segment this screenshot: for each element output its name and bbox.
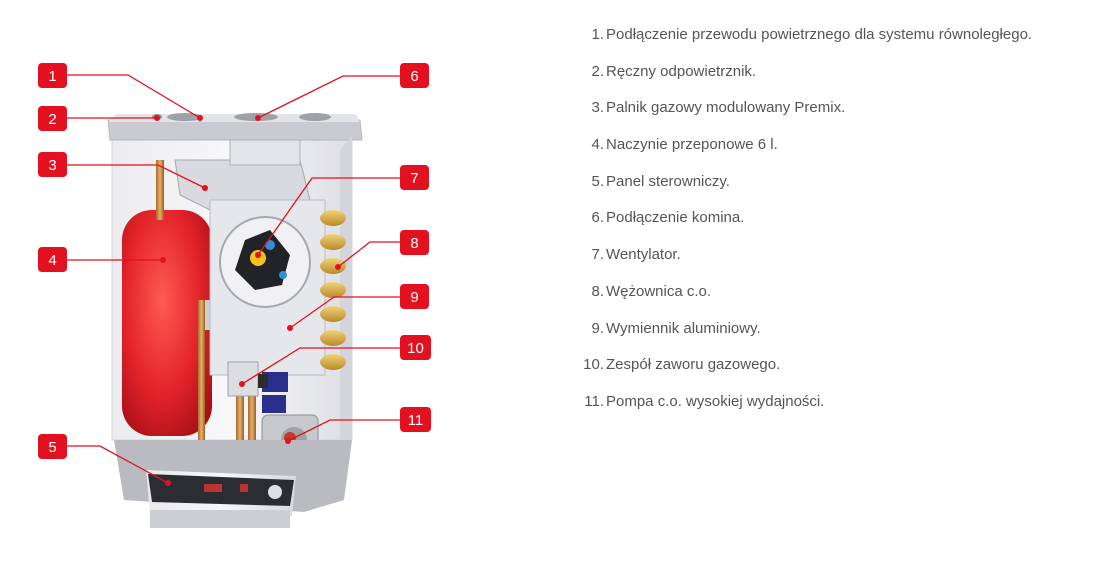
callout-number: 10	[407, 340, 424, 357]
legend-item: 10.Zespół zaworu gazowego.	[570, 354, 1100, 391]
legend-number: 9.	[591, 319, 604, 337]
callout-number: 9	[410, 289, 418, 306]
legend-number: 4.	[591, 136, 604, 154]
legend-item: 3.Palnik gazowy modulowany Premix.	[570, 97, 1100, 134]
callout-badge-2: 2	[38, 106, 67, 131]
legend-number: 11.	[584, 392, 604, 410]
callout-dot-6	[255, 115, 261, 121]
leader-line-9	[289, 296, 400, 329]
callout-number: 1	[48, 68, 56, 85]
callout-dot-1	[197, 115, 203, 121]
callout-badge-10: 10	[400, 335, 431, 360]
callout-dot-7	[255, 252, 261, 258]
legend-item: 1.Podłączenie przewodu powietrznego dla …	[570, 24, 1100, 61]
leader-line-10	[241, 347, 400, 385]
callout-number: 4	[48, 252, 56, 269]
callout-badge-5: 5	[38, 434, 67, 459]
callout-badge-11: 11	[400, 407, 431, 432]
legend-number: 7.	[591, 246, 604, 264]
legend-text: Ręczny odpowietrznik.	[606, 62, 757, 80]
leader-line-11	[287, 419, 400, 442]
gas-valve	[227, 361, 288, 413]
legend-item: 6.Podłączenie komina.	[570, 207, 1100, 244]
callout-badge-3: 3	[38, 152, 67, 177]
callout-dots	[154, 115, 341, 486]
legend-text: Wymiennik aluminiowy.	[606, 319, 761, 337]
callout-number: 7	[410, 170, 418, 187]
control-panel	[114, 440, 352, 528]
callout-dot-2	[154, 115, 160, 121]
legend-number: 6.	[591, 209, 604, 227]
leader-line-3	[67, 164, 206, 189]
legend-number: 5.	[591, 172, 604, 190]
callout-number: 3	[48, 157, 56, 174]
callout-dot-8	[335, 264, 341, 270]
callout-badge-6: 6	[400, 63, 429, 88]
legend-number: 2.	[591, 62, 604, 80]
legend-text: Zespół zaworu gazowego.	[606, 356, 781, 374]
legend-item: 11.Pompa c.o. wysokiej wydajności.	[570, 391, 1100, 428]
heating-coil	[320, 210, 346, 370]
callout-badge-4: 4	[38, 247, 67, 272]
legend-text: Podłączenie komina.	[606, 209, 745, 227]
leader-line-8	[337, 241, 400, 268]
callout-leader-lines	[67, 74, 400, 484]
callout-number: 11	[408, 412, 424, 429]
callout-dot-9	[287, 325, 293, 331]
legend-number: 8.	[591, 282, 604, 300]
callout-number: 2	[48, 111, 56, 128]
callout-dot-10	[239, 381, 245, 387]
callout-dot-5	[165, 480, 171, 486]
callout-number: 8	[410, 235, 418, 252]
legend-text: Naczynie przeponowe 6 l.	[606, 136, 778, 154]
leader-line-6	[257, 75, 400, 119]
expansion-tank	[122, 210, 214, 436]
legend-number: 10.	[583, 356, 604, 374]
legend-text: Wentylator.	[606, 246, 681, 264]
legend-item: 9.Wymiennik aluminiowy.	[570, 318, 1100, 355]
leader-line-5	[67, 445, 169, 484]
legend-item: 4.Naczynie przeponowe 6 l.	[570, 134, 1100, 171]
legend-number: 1.	[591, 26, 604, 43]
callout-badge-1: 1	[38, 63, 67, 88]
callout-badge-7: 7	[400, 165, 429, 190]
leader-line-1	[67, 74, 201, 119]
leader-line-7	[257, 177, 400, 256]
callout-dot-3	[202, 185, 208, 191]
legend-item: 7.Wentylator.	[570, 244, 1100, 281]
legend-item: 5.Panel sterowniczy.	[570, 171, 1100, 208]
legend-text: Pompa c.o. wysokiej wydajności.	[606, 392, 825, 410]
callout-dot-4	[160, 257, 166, 263]
legend-item: 8.Wężownica c.o.	[570, 281, 1100, 318]
callout-number: 6	[410, 68, 418, 85]
legend-text: Podłączenie przewodu powietrznego dla sy…	[606, 26, 1033, 43]
legend-text: Wężownica c.o.	[606, 282, 712, 300]
callout-badge-8: 8	[400, 230, 429, 255]
legend-number: 3.	[591, 99, 604, 117]
legend-text: Panel sterowniczy.	[606, 172, 730, 190]
component-legend: 1.Podłączenie przewodu powietrznego dla …	[570, 24, 1100, 428]
legend-item: 2.Ręczny odpowietrznik.	[570, 61, 1100, 98]
callout-number: 5	[48, 439, 56, 456]
callout-dot-11	[285, 438, 291, 444]
legend-text: Palnik gazowy modulowany Premix.	[606, 99, 846, 117]
boiler-diagram: 1 2 3 4 5 6 7 8 9 10 11	[38, 63, 431, 528]
callout-badge-9: 9	[400, 284, 429, 309]
